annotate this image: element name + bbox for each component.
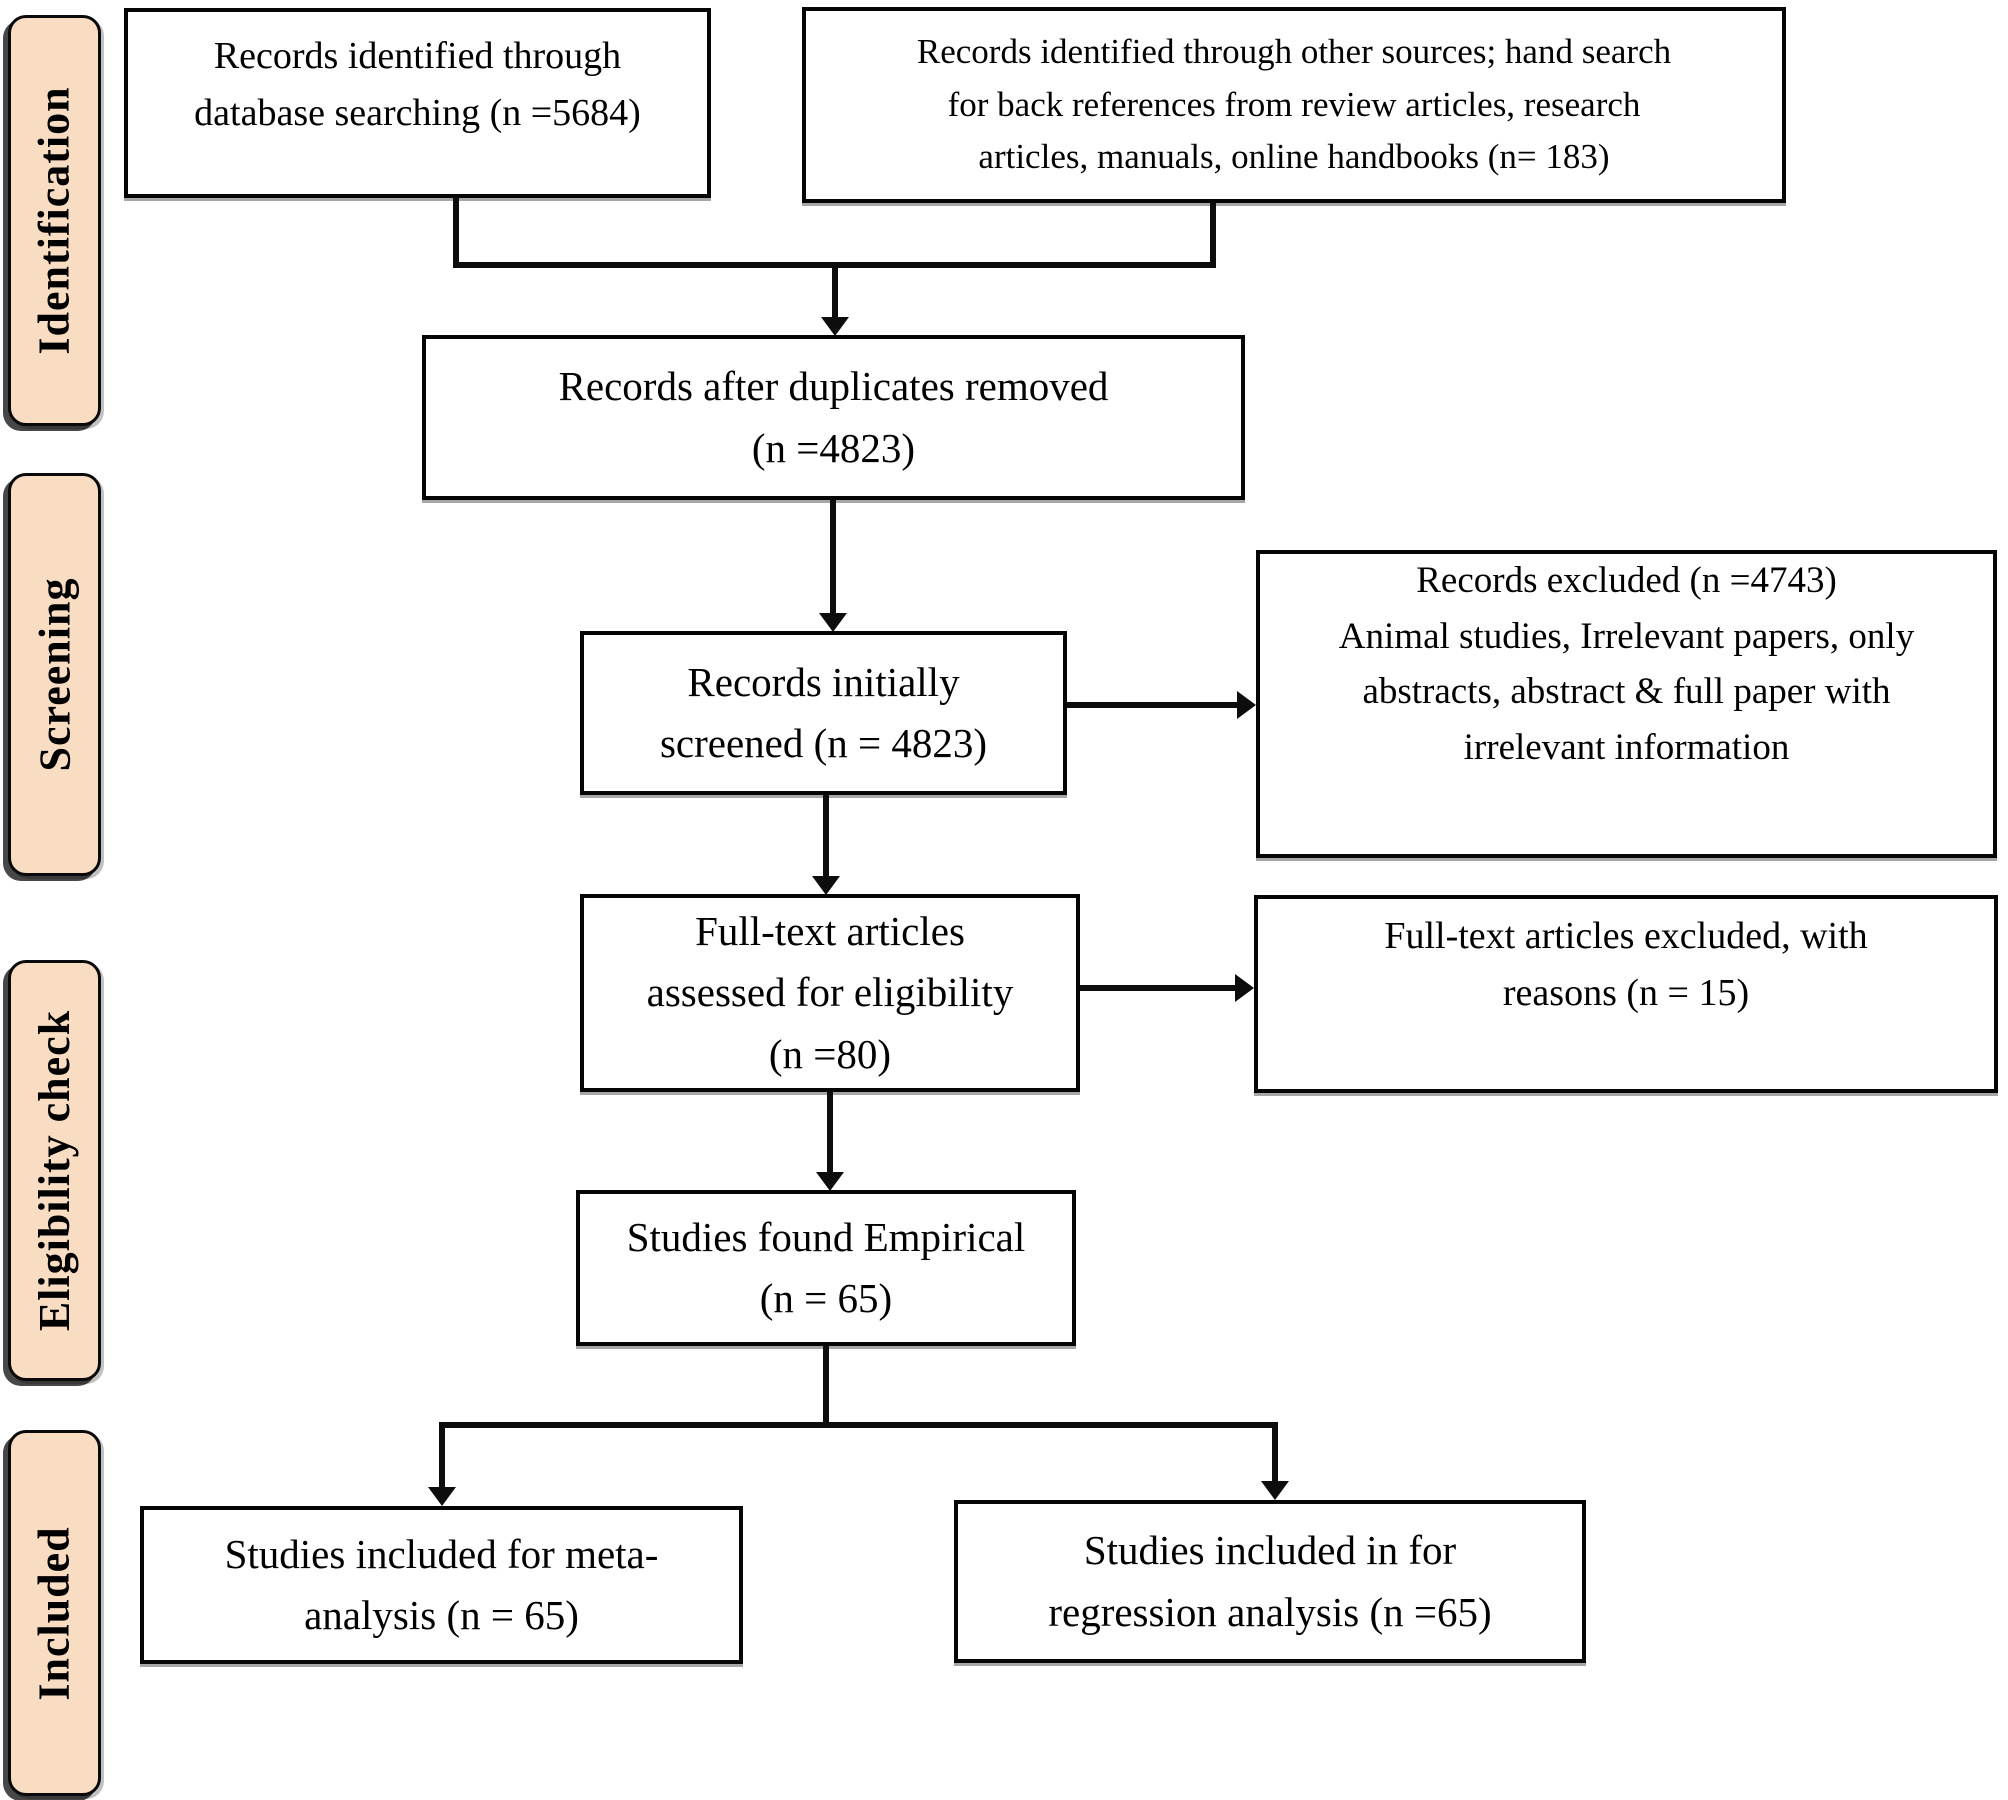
connector-branch-horizontal <box>439 1422 1278 1428</box>
box-initially-screened: Records initially screened (n = 4823) <box>580 631 1067 795</box>
arrowhead-into-duplicates-removed <box>821 317 849 336</box>
box-studies-empirical-text: Studies found Empirical (n = 65) <box>626 1213 1026 1322</box>
connector-screened-to-fulltext <box>823 795 829 877</box>
connector-fulltext-to-excluded <box>1080 985 1236 991</box>
box-duplicates-removed: Records after duplicates removed (n =482… <box>422 335 1245 500</box>
box-database-records-text: Records identified through database sear… <box>194 35 641 134</box>
arrowhead-into-fulltext-excluded <box>1235 974 1254 1002</box>
box-fulltext-assessed: Full-text articles assessed for eligibil… <box>580 894 1080 1092</box>
connector-branch-right-drop <box>1272 1422 1278 1483</box>
stage-label-eligibility-check-text: Eligibility check <box>30 1009 80 1332</box>
connector-screened-to-excluded <box>1067 702 1238 708</box>
arrowhead-into-screened <box>819 613 847 632</box>
arrowhead-into-empirical <box>816 1172 844 1191</box>
connector-dedup-to-screened <box>830 500 836 614</box>
box-initially-screened-text: Records initially screened (n = 4823) <box>659 658 988 767</box>
box-regression-included-text: Studies included in for regression analy… <box>1048 1527 1492 1635</box>
box-studies-empirical: Studies found Empirical (n = 65) <box>576 1190 1076 1346</box>
box-fulltext-assessed-text: Full-text articles assessed for eligibil… <box>646 907 1014 1077</box>
stage-label-identification-text: Identification <box>30 86 80 355</box>
connector-merge-stem <box>832 262 838 320</box>
arrowhead-into-meta-analysis <box>428 1487 456 1506</box>
connector-empirical-stem <box>823 1346 829 1428</box>
connector-other-sources-drop <box>1210 203 1216 262</box>
stage-label-screening-text: Screening <box>30 577 79 772</box>
box-other-sources-records-text: Records identified through other sources… <box>916 32 1672 177</box>
box-database-records: Records identified through database sear… <box>124 8 711 198</box>
stage-label-included: Included <box>8 1430 101 1796</box>
arrowhead-into-records-excluded <box>1237 691 1256 719</box>
stage-label-eligibility-check: Eligibility check <box>8 960 101 1381</box>
stage-label-included-text: Included <box>30 1525 80 1701</box>
stage-label-identification: Identification <box>8 15 101 426</box>
arrowhead-into-fulltext <box>812 876 840 895</box>
box-fulltext-excluded-text: Full-text articles excluded, with reason… <box>1384 915 1868 1014</box>
connector-database-drop <box>453 198 459 262</box>
box-records-excluded: Records excluded (n =4743) Animal studie… <box>1256 550 1997 858</box>
box-other-sources-records: Records identified through other sources… <box>802 7 1786 203</box>
connector-branch-left-drop <box>439 1422 445 1489</box>
box-fulltext-excluded: Full-text articles excluded, with reason… <box>1254 895 1998 1093</box>
box-meta-analysis-included: Studies included for meta- analysis (n =… <box>140 1506 743 1664</box>
arrowhead-into-regression <box>1261 1481 1289 1500</box>
connector-fulltext-to-empirical <box>827 1092 833 1173</box>
box-regression-included: Studies included in for regression analy… <box>954 1500 1586 1663</box>
box-duplicates-removed-text: Records after duplicates removed (n =482… <box>558 363 1109 471</box>
stage-label-screening: Screening <box>8 473 101 876</box>
box-records-excluded-text: Records excluded (n =4743) Animal studie… <box>1338 560 1915 768</box>
box-meta-analysis-included-text: Studies included for meta- analysis (n =… <box>224 1530 659 1639</box>
